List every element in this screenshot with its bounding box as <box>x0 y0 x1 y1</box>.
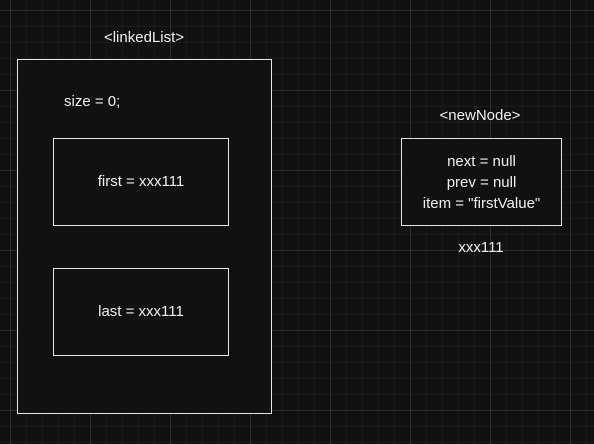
new-node-fields: next = null prev = null item = "firstVal… <box>402 139 561 225</box>
first-field: first = xxx111 <box>97 173 185 190</box>
item-field: item = "firstValue" <box>422 194 541 212</box>
last-field: last = xxx111 <box>98 303 184 320</box>
new-node-box: next = null prev = null item = "firstVal… <box>401 138 562 226</box>
new-node-title: <newNode> <box>439 107 521 124</box>
linked-list-box: size = 0; first = xxx111 last = xxx111 <box>17 59 272 414</box>
first-field-box: first = xxx111 <box>53 138 229 226</box>
next-field: next = null <box>447 152 516 170</box>
prev-field: prev = null <box>446 173 517 191</box>
linked-list-title: <linkedList> <box>103 29 185 46</box>
last-field-box: last = xxx111 <box>53 268 229 356</box>
size-field: size = 0; <box>64 93 121 110</box>
new-node-address: xxx111 <box>458 239 504 256</box>
